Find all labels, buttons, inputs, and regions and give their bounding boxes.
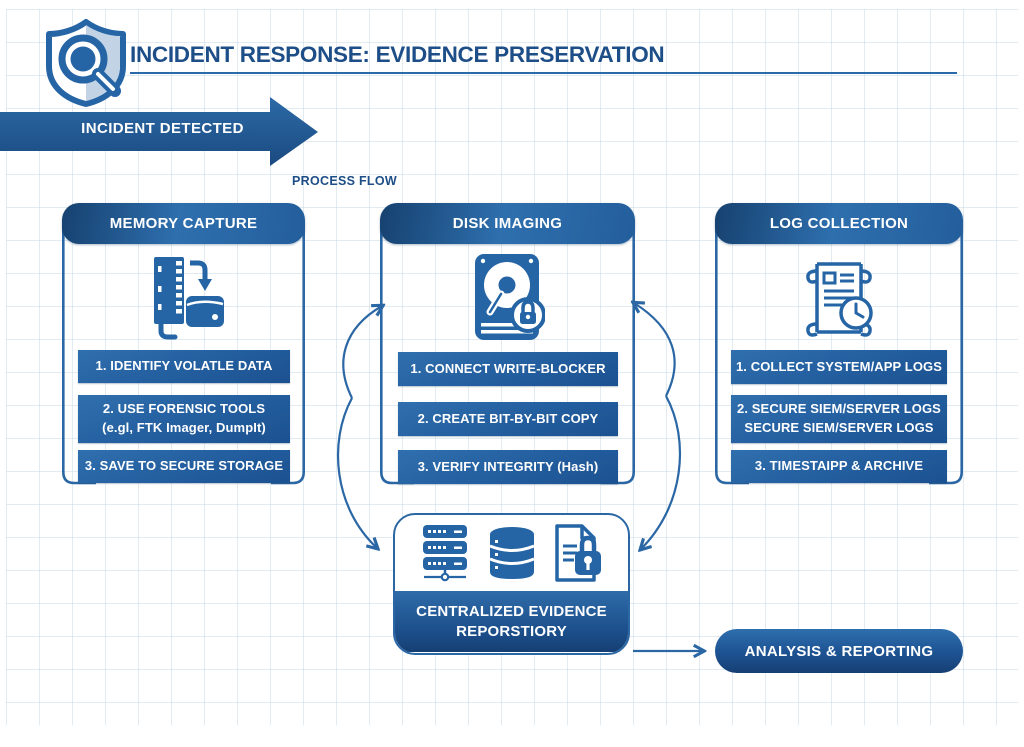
repository-label: CENTRALIZED EVIDENCE REPORSTIORY <box>395 591 628 652</box>
log-step-3: 3. TIMESTAIPP & ARCHIVE <box>731 450 947 483</box>
log-collection-outline <box>715 222 963 485</box>
evidence-repository-box: CENTRALIZED EVIDENCE REPORSTIORY <box>393 513 630 655</box>
disk-imaging-title: DISK IMAGING <box>452 215 563 232</box>
memory-capture-title: MEMORY CAPTURE <box>109 215 258 232</box>
disk-imaging-outline <box>380 222 635 485</box>
disk-step-3: 3. VERIFY INTEGRITY (Hash) <box>398 450 618 484</box>
hdd-lock-icon <box>475 254 545 340</box>
page-title: INCIDENT RESPONSE: EVIDENCE PRESERVATION <box>130 42 665 67</box>
disk-step-1: 1. CONNECT WRITE-BLOCKER <box>398 352 618 386</box>
shield-magnifier-icon <box>46 19 126 107</box>
database-icon <box>488 527 535 579</box>
step-text: 2. SECURE SIEM/SERVER LOGS <box>737 401 941 417</box>
ram-capture-icon <box>154 257 224 340</box>
disk-step-2: 2. CREATE BIT-BY-BIT COPY <box>398 402 618 436</box>
memory-capture-outline <box>62 222 305 485</box>
log-step-2: 2. SECURE SIEM/SERVER LOGS SECURE SIEM/S… <box>731 395 947 443</box>
scroll-clock-icon <box>806 262 873 337</box>
incident-detected-arrow <box>0 97 318 166</box>
incident-detected-label: INCIDENT DETECTED <box>81 120 244 137</box>
step-subtext: SECURE SIEM/SERVER LOGS <box>744 420 934 435</box>
step-text: 3. VERIFY INTEGRITY (Hash) <box>417 458 599 474</box>
step-text: 2. CREATE BIT-BY-BIT COPY <box>417 410 599 426</box>
memory-capture-header: MEMORY CAPTURE <box>62 203 305 244</box>
log-collection-header: LOG COLLECTION <box>715 203 963 244</box>
log-collection-title: LOG COLLECTION <box>769 215 909 232</box>
repository-icons <box>395 515 628 591</box>
step-text: 2. USE FORENSIC TOOLS <box>102 401 266 417</box>
disk-imaging-header: DISK IMAGING <box>380 203 635 244</box>
memory-step-2: 2. USE FORENSIC TOOLS (e.gl, FTK Imager,… <box>78 395 290 443</box>
title-underline <box>130 72 957 74</box>
step-text: 1. COLLECT SYSTEM/APP LOGS <box>735 358 943 374</box>
memory-step-1: 1. IDENTIFY VOLATLE DATA <box>78 350 290 383</box>
step-text: 1. IDENTIFY VOLATLE DATA <box>95 358 273 374</box>
repository-label-line1: CENTRALIZED EVIDENCE <box>416 603 607 620</box>
step-text: 3. TIMESTAIPP & ARCHIVE <box>754 458 924 474</box>
step-subtext: (e.gl, FTK Imager, DumpIt) <box>102 420 266 435</box>
analysis-reporting-label: ANALYSIS & REPORTING <box>744 642 934 660</box>
analysis-reporting-pill: ANALYSIS & REPORTING <box>715 629 963 673</box>
server-rack-icon <box>422 525 467 582</box>
log-step-1: 1. COLLECT SYSTEM/APP LOGS <box>731 350 947 384</box>
process-flow-label: PROCESS FLOW <box>292 174 397 188</box>
memory-step-3: 3. SAVE TO SECURE STORAGE <box>78 450 290 483</box>
locked-file-icon <box>555 524 602 582</box>
step-text: 1. CONNECT WRITE-BLOCKER <box>410 360 606 376</box>
step-text: 3. SAVE TO SECURE STORAGE <box>84 458 284 474</box>
repository-label-line2: REPORSTIORY <box>456 622 567 640</box>
